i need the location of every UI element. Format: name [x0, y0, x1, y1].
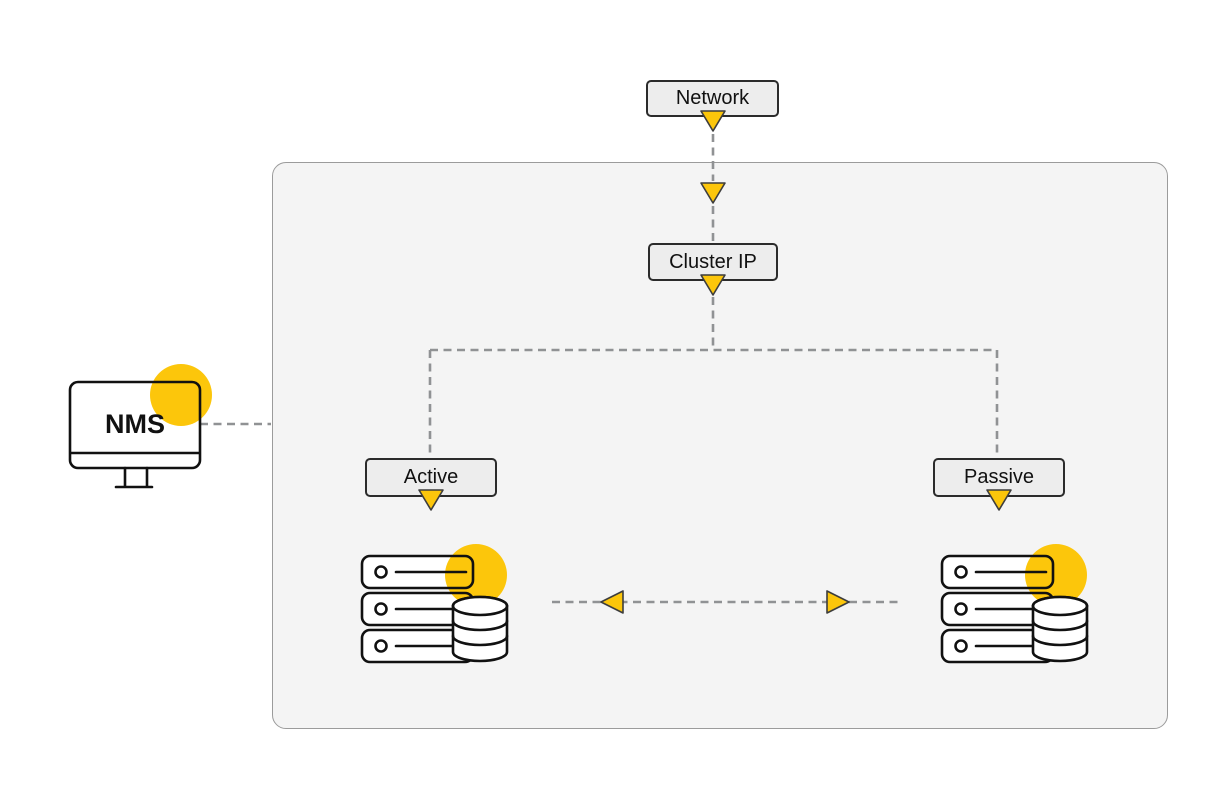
monitor-icon: NMS — [68, 364, 212, 489]
node-passive: Passive — [933, 458, 1065, 497]
node-network: Network — [646, 80, 779, 117]
node-active: Active — [365, 458, 497, 497]
node-network-label: Network — [675, 87, 750, 109]
nms-label: NMS — [105, 409, 165, 439]
node-cluster-ip-label: Cluster IP — [669, 250, 757, 273]
node-active-label: Active — [403, 466, 459, 488]
node-passive-label: Passive — [963, 466, 1035, 488]
highlight-circle — [150, 364, 212, 426]
node-cluster-ip: Cluster IP — [648, 243, 778, 281]
